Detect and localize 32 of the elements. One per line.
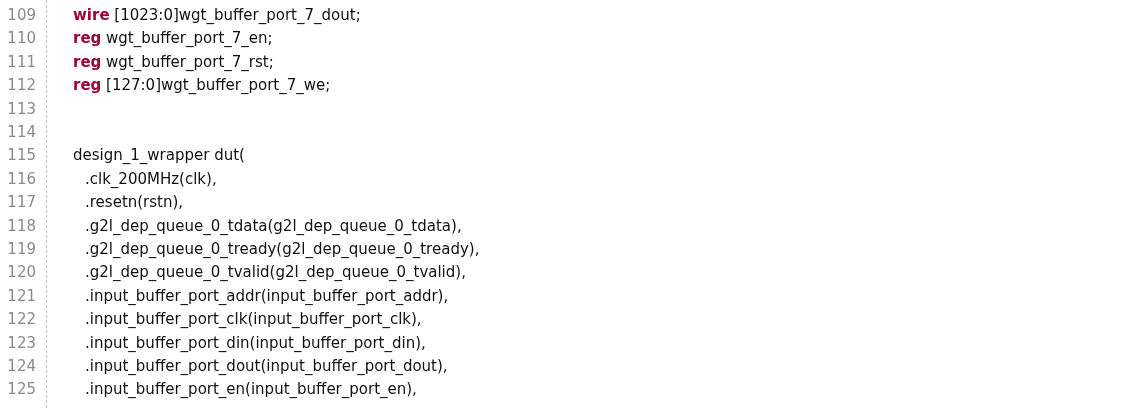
code-line: wire [1023:0]wgt_buffer_port_7_dout;	[73, 5, 361, 25]
line-number: 111	[6, 51, 36, 72]
line-number: 120	[6, 262, 36, 283]
line-number: 121	[6, 285, 36, 306]
code-line: design_1_wrapper dut(	[73, 145, 245, 166]
line-number: 115	[6, 145, 36, 166]
code-line: .resetn(rstn),	[85, 192, 184, 213]
line-number: 116	[6, 168, 36, 189]
code-line: .g2l_dep_queue_0_tready(g2l_dep_queue_0_tready),	[85, 239, 480, 259]
line-number: 125	[6, 379, 36, 400]
code-line: .g2l_dep_queue_0_tdata(g2l_dep_queue_0_tdata),	[85, 215, 462, 236]
code-line: .input_buffer_port_clk(input_buffer_port_clk),	[85, 309, 422, 330]
line-number: 123	[6, 332, 36, 353]
code-line: .input_buffer_port_din(input_buffer_port_din),	[85, 332, 426, 353]
line-number: 119	[6, 239, 36, 259]
line-number: 113	[6, 98, 36, 119]
line-number: 117	[6, 192, 36, 213]
line-number: 124	[6, 356, 36, 376]
code-line: .input_buffer_port_en(input_buffer_port_en),	[85, 379, 417, 400]
line-number: 114	[6, 122, 36, 142]
code-line: .clk_200MHz(clk),	[85, 168, 217, 189]
line-number: 110	[6, 28, 36, 49]
line-number: 122	[6, 309, 36, 330]
code-line: reg wgt_buffer_port_7_rst;	[73, 51, 274, 72]
line-number: 109	[6, 5, 36, 25]
line-number: 118	[6, 215, 36, 236]
line-number: 112	[6, 75, 36, 96]
code-line: .input_buffer_port_dout(input_buffer_port_dout),	[85, 356, 448, 376]
code-line: reg [127:0]wgt_buffer_port_7_we;	[73, 75, 331, 96]
code-line: .g2l_dep_queue_0_tvalid(g2l_dep_queue_0_tvalid),	[85, 262, 466, 283]
code-line: reg wgt_buffer_port_7_en;	[73, 28, 273, 49]
code-line: .input_buffer_port_addr(input_buffer_port_addr),	[85, 285, 449, 306]
